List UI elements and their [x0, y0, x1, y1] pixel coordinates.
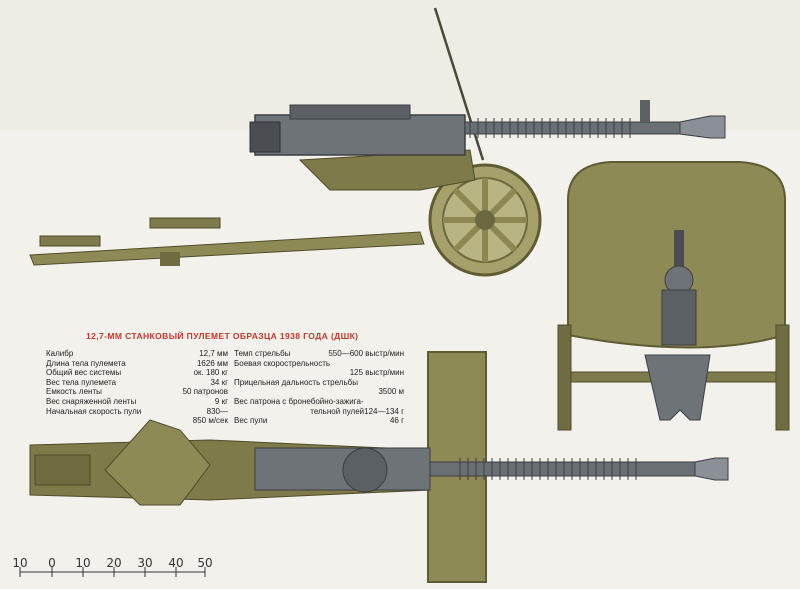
- spec-value: 3500 м: [378, 387, 404, 397]
- spec-value: 9 кг: [214, 396, 228, 406]
- front-barrel: [674, 230, 684, 270]
- spec-row: Прицельная дальность стрельбы: [234, 378, 404, 388]
- spec-label: Начальная скорость пули: [46, 406, 142, 416]
- muzzle-brake: [679, 115, 726, 139]
- spec-value: 50 патронов: [182, 387, 228, 397]
- spec-value: ок. 180 кг: [193, 368, 228, 378]
- feed-cover: [289, 104, 411, 120]
- spec-label: Боевая скорострельность: [234, 358, 331, 368]
- spec-label: Вес тела пулемета: [46, 377, 117, 387]
- spade-grips: [249, 121, 281, 153]
- spec-row: Калибр 12,7 мм: [46, 349, 228, 359]
- spec-row: Темп стрельбы 550—600 выстр/мин: [234, 349, 404, 359]
- trail-bracket: [160, 252, 180, 266]
- scale-label: 20: [106, 556, 122, 570]
- front-view: [557, 161, 790, 431]
- top-muzzle-brake: [694, 457, 729, 481]
- spec-row: Длина тела пулемета 1626 мм: [46, 359, 228, 369]
- top-seat: [104, 419, 211, 506]
- spec-row: Емкость ленты 50 патронов: [46, 387, 228, 397]
- spec-label: Емкость ленты: [46, 387, 102, 397]
- spec-row: Боевая скорострельность: [234, 359, 404, 369]
- spec-label: тельной пулей: [310, 406, 365, 416]
- spec-row: Общий вес системы ок. 180 кг: [46, 368, 228, 378]
- spec-value: 125 выстр/мин: [349, 368, 404, 378]
- scale-label: 0: [48, 556, 56, 570]
- trail-seat: [149, 217, 221, 229]
- front-sight: [640, 100, 650, 122]
- specs-left: Калибр 12,7 мм Длина тела пулемета 1626 мм…: [46, 349, 228, 426]
- spec-value: 124—134 г: [364, 406, 404, 416]
- spec-label: Длина тела пулемета: [46, 358, 126, 368]
- front-cradle: [661, 289, 697, 346]
- trail-handle: [39, 235, 101, 247]
- specs-right: Темп стрельбы 550—600 выстр/мин Боевая ск…: [234, 349, 404, 426]
- spec-label: Общий вес системы: [46, 368, 122, 378]
- receiver: [254, 114, 466, 156]
- scale-bar: [19, 567, 206, 577]
- left-wheel: [557, 324, 572, 431]
- cradle: [298, 149, 476, 191]
- spec-row: 850 м/сек: [46, 416, 228, 426]
- spec-row: Начальная скорость пули 830—: [46, 407, 228, 417]
- sight-rod: [433, 7, 485, 161]
- top-receiver: [254, 447, 431, 491]
- spec-value: 1626 мм: [196, 358, 228, 368]
- scale-label: 40: [168, 556, 184, 570]
- spec-row: Вес тела пулемета 34 кг: [46, 378, 228, 388]
- page-title: 12,7-ММ СТАНКОВЫЙ ПУЛЕМЕТ ОБРАЗЦА 1938 Г…: [86, 331, 359, 341]
- right-wheel: [775, 324, 790, 431]
- spec-value: 12,7 мм: [199, 349, 228, 358]
- spec-value: 830—: [206, 406, 228, 416]
- top-cooling-fins: [459, 458, 637, 480]
- side-view: [29, 7, 726, 277]
- spec-label: Темп стрельбы: [234, 349, 291, 358]
- cooling-fins: [469, 118, 631, 138]
- spec-label: Вес патрона с бронебойно-зажига-: [234, 396, 364, 406]
- spec-row: Вес пули 46 г: [234, 416, 404, 426]
- top-drum: [342, 447, 388, 493]
- front-legs: [644, 354, 711, 421]
- spec-label: Вес пули: [234, 416, 268, 426]
- barrel: [464, 121, 681, 135]
- spec-row: Вес патрона с бронебойно-зажига-: [234, 397, 404, 407]
- spec-label: Прицельная дальность стрельбы: [234, 377, 358, 387]
- scale-label: 30: [137, 556, 153, 570]
- top-barrel: [429, 461, 696, 477]
- spec-label: Вес снаряженной ленты: [46, 396, 137, 406]
- spec-row: Вес снаряженной ленты 9 кг: [46, 397, 228, 407]
- scale-label: 10: [75, 556, 91, 570]
- wheel-hub: [475, 210, 495, 230]
- spec-value: 34 кг: [210, 377, 228, 387]
- top-trail-end: [34, 454, 91, 486]
- spec-row: 125 выстр/мин: [234, 368, 404, 378]
- spec-label: Калибр: [46, 349, 74, 358]
- scale-label: 50: [197, 556, 213, 570]
- scale-label: 10: [12, 556, 28, 570]
- spec-row: 3500 м: [234, 387, 404, 397]
- spec-value: 550—600 выстр/мин: [328, 349, 404, 358]
- trail-leg: [29, 231, 425, 266]
- top-view: [29, 351, 729, 583]
- spec-value: 850 м/сек: [192, 416, 228, 426]
- spec-value: 46 г: [389, 416, 404, 426]
